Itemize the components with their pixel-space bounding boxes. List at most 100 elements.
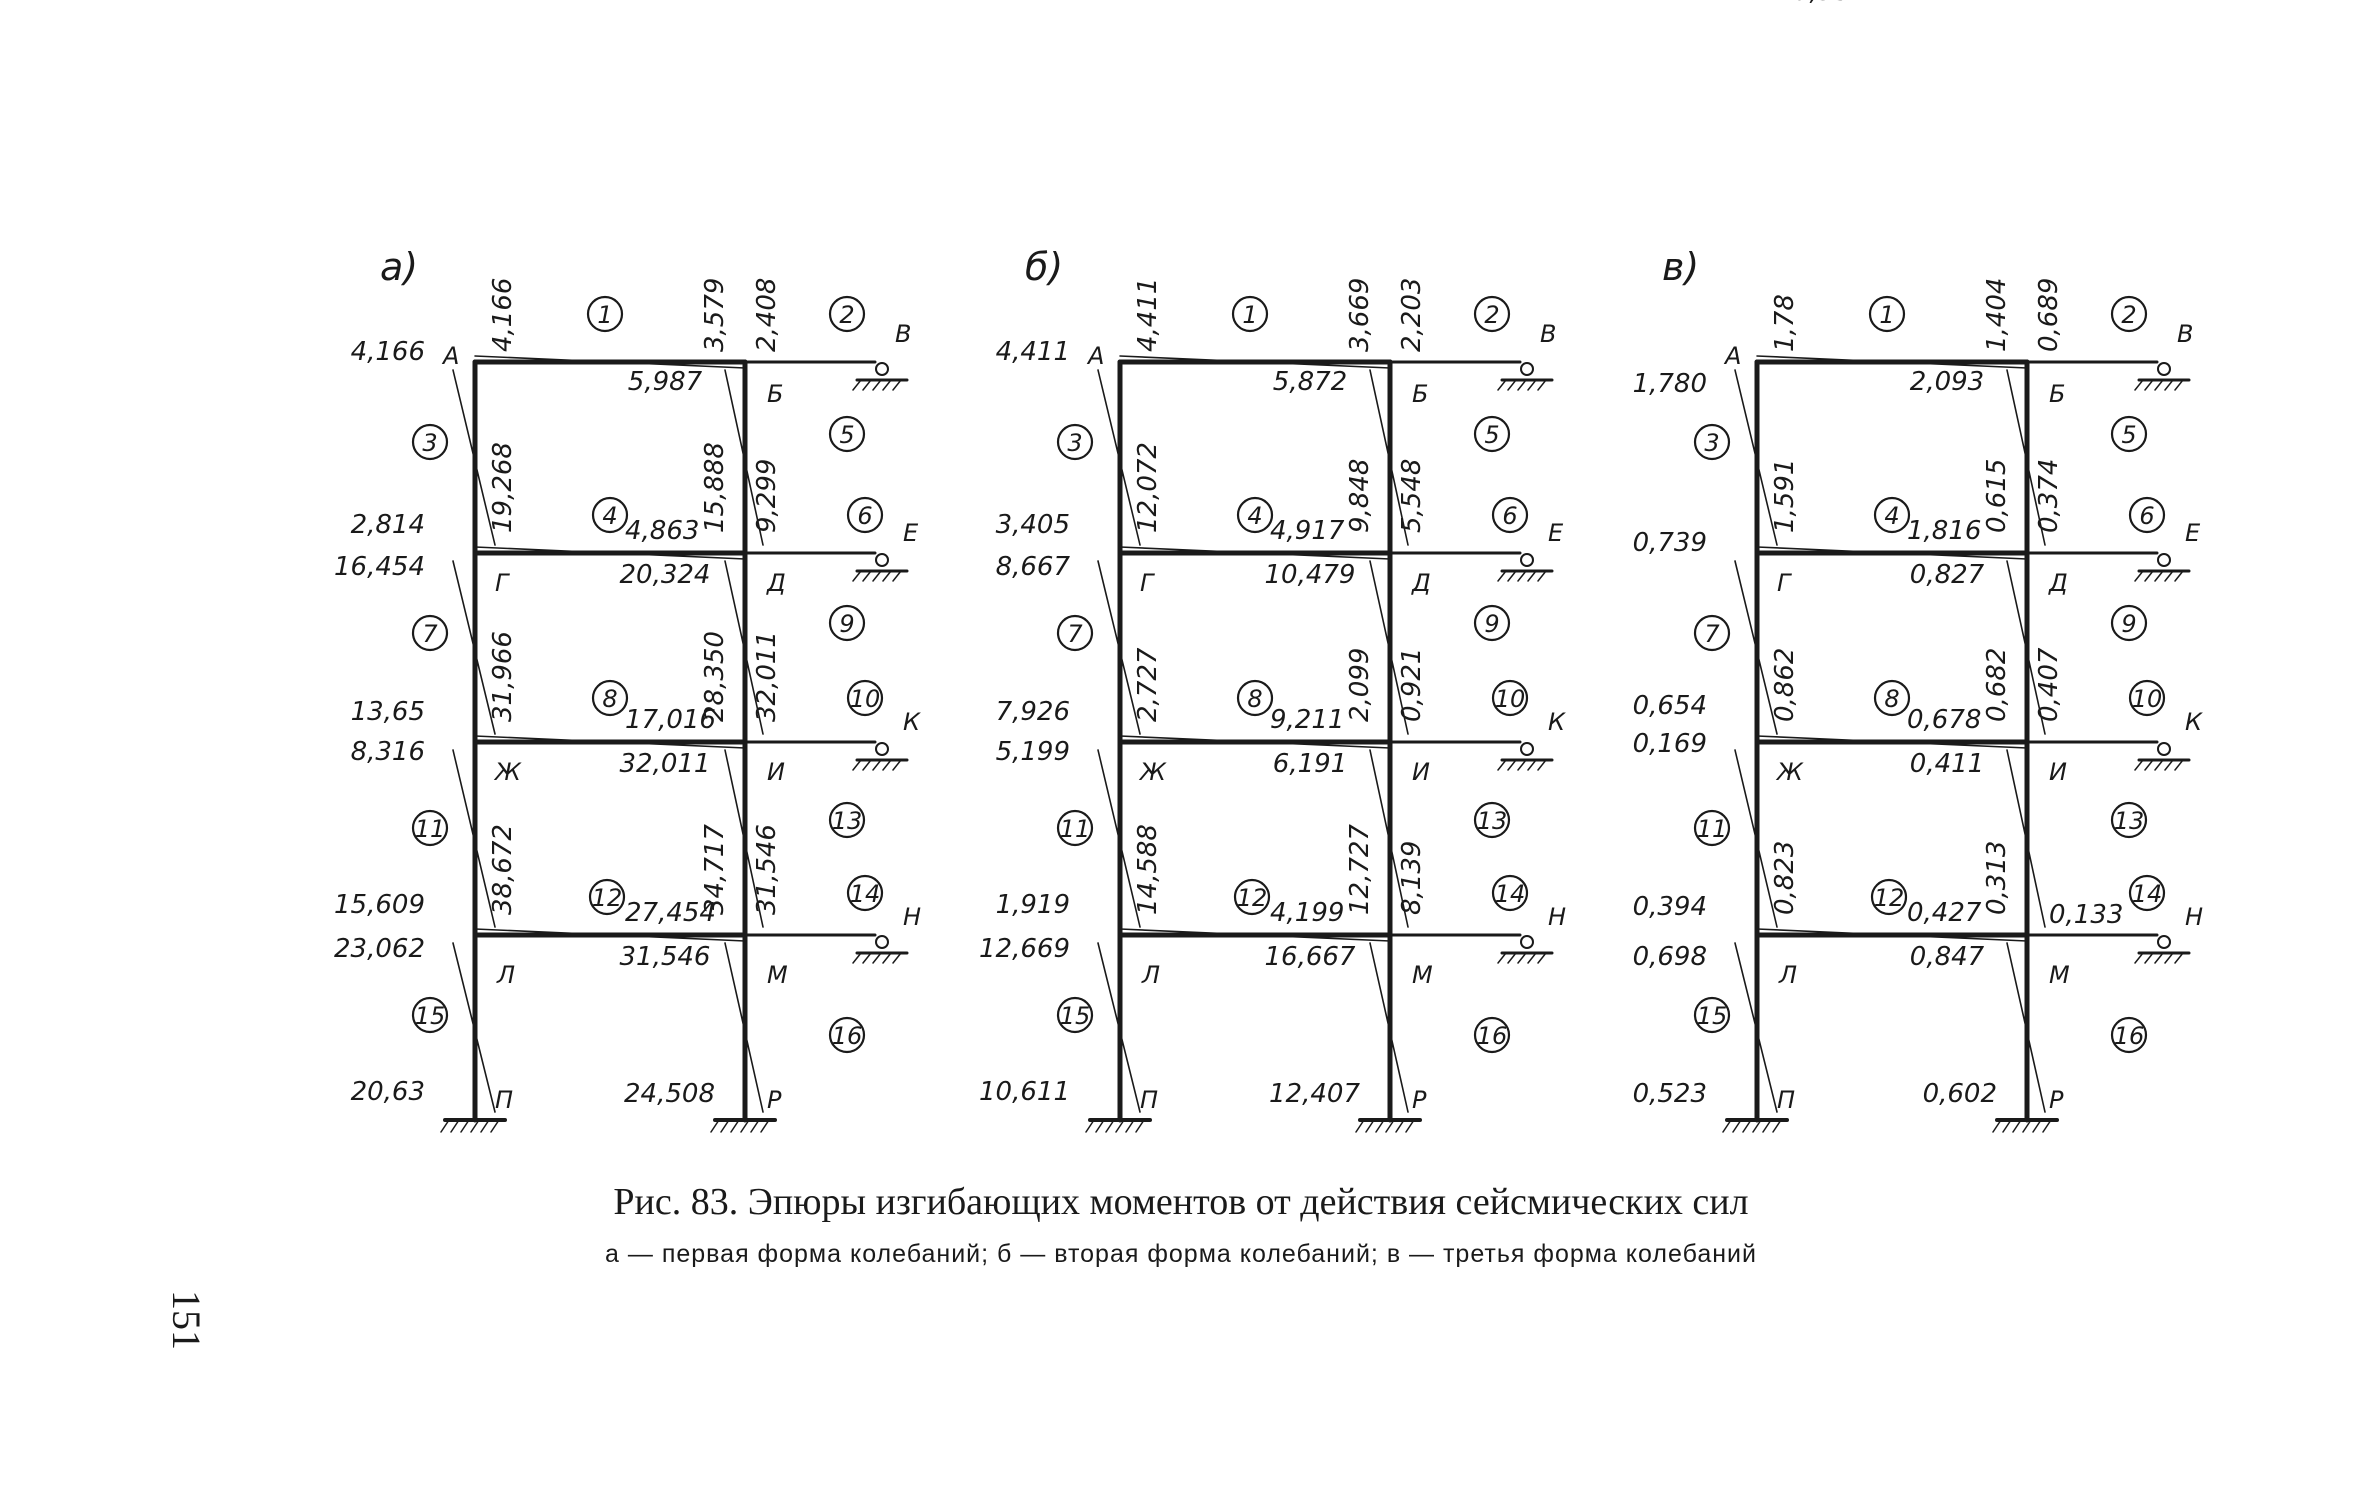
member-number-label: 12 (592, 884, 623, 912)
panel-2-support-hatch (1527, 952, 1537, 964)
panel-2-support-hatch (1497, 379, 1507, 391)
member-number-circle (411, 996, 449, 1034)
panel-1-base-hatch (460, 1119, 470, 1133)
panel-1-right-col-value: 34,717 (700, 824, 730, 915)
panel-3-right-col-value: 1,404 (1982, 278, 2012, 352)
panel-3-left-moment-value: 1,780 (1633, 369, 1707, 399)
panel-3-support-hatch (2144, 379, 2154, 391)
panel-3-base-hatch (2022, 1119, 2032, 1133)
member-number-circle (1236, 679, 1274, 717)
panel-3-support-hinge (2157, 935, 2171, 949)
panel-2-beam-mid-value: 6,191 (1273, 749, 1347, 779)
panel-3-support-hatch (2134, 379, 2144, 391)
member-number-label: 16 (2114, 1022, 2145, 1050)
member-number-label: 1 (597, 301, 612, 329)
panel-1-beam-mid-value: 31,546 (620, 942, 711, 972)
panel-2-right-col-moment-line (1369, 560, 1409, 735)
panel-3-node-N: Н (2185, 903, 2203, 931)
panel-1-right-col-moment-line (724, 942, 764, 1113)
panel-2-support-hatch (1497, 570, 1507, 582)
panel-3-outer-col-value: 0,407 (2034, 647, 2064, 722)
member-number-circle (828, 1016, 866, 1054)
panel-2-node-V: В (1540, 320, 1556, 348)
panel-3-left-moment-value: 0,698 (1633, 942, 1707, 972)
member-number-circle (2128, 679, 2166, 717)
panel-2-node-P: П (1140, 1086, 1158, 1114)
panel-2-beam-mid-value: 10,479 (1265, 560, 1356, 590)
panel-2-node-M: М (1412, 961, 1433, 989)
panel-1-support-hinge (875, 742, 889, 756)
member-number-label: 9 (2121, 610, 2136, 638)
panel-3-support-hinge (2157, 362, 2171, 376)
member-number-label: 4 (1884, 502, 1899, 530)
panel-1-node-M: М (767, 961, 788, 989)
panel-1-support-hatch (892, 952, 902, 964)
panel-3-beam-mid-value: 0,847 (1910, 942, 1985, 972)
panel-3-left-col-value: 1,591 (1770, 459, 1800, 533)
member-number-circle (2128, 874, 2166, 912)
panel-1-left-col-moment-line (452, 749, 496, 928)
panel-2-node-L: Л (1141, 961, 1160, 989)
member-number-circle (1473, 415, 1511, 453)
member-number-circle (846, 679, 884, 717)
member-number-label: 15 (1060, 1002, 1091, 1030)
panel-1-beam-moment-line (474, 735, 746, 749)
panel-3-base-hatch (1772, 1119, 1782, 1133)
panel-3-left-col-value: 0,354 (1793, 0, 1867, 7)
member-number-circle (1473, 1016, 1511, 1054)
panel-2-right-col-moment-line (1369, 942, 1409, 1113)
panel-3-support-hatch (2174, 759, 2184, 771)
member-number-label: 13 (1477, 807, 1508, 835)
panel-1-support-hatch (892, 570, 902, 582)
panel-2-support-hatch (1507, 379, 1517, 391)
panel-1-node-E: Е (903, 519, 919, 547)
panel-3-right-col-value: 0,615 (1982, 459, 2012, 533)
member-number-circle (1236, 496, 1274, 534)
panel-1-support-hatch (862, 759, 872, 771)
member-number-circle (1233, 878, 1271, 916)
figure-caption-title: Рис. 83. Эпюры изгибающих моментов от де… (613, 1181, 1749, 1223)
panel-3-right-col-moment-line (2006, 369, 2046, 546)
member-number-circle (2128, 496, 2166, 534)
panel-2-outer-col-value: 0,921 (1397, 648, 1427, 722)
panel-3-node-L: Л (1778, 961, 1797, 989)
panel-1-support-hinge (875, 362, 889, 376)
panel-1-beam-circle-value: 27,454 (625, 898, 716, 928)
panel-3-base-hatch (2032, 1119, 2042, 1133)
panel-3-beam-circle-value: 0,678 (1907, 705, 1981, 735)
member-number-label: 4 (602, 502, 617, 530)
member-number-circle (1693, 809, 1731, 847)
member-number-circle (591, 679, 629, 717)
panel-2-support-hatch (1537, 952, 1547, 964)
panel-3-node-P: П (1777, 1086, 1795, 1114)
panel-3-support-hatch (2144, 759, 2154, 771)
member-number-circle (828, 801, 866, 839)
member-number-circle (1056, 809, 1094, 847)
panel-2-left-moment-value: 4,411 (996, 337, 1070, 367)
panel-3-beam-moment-line (1756, 355, 2028, 369)
panel-3-beam-circle-value: 0,427 (1907, 898, 1982, 928)
panel-2-node-D: Д (1411, 569, 1431, 597)
panel-2-base-hatch (1125, 1119, 1135, 1133)
panel-1-support-hatch (892, 379, 902, 391)
member-number-label: 8 (602, 685, 617, 713)
panel-3-left-col-value: 0,862 (1770, 648, 1800, 722)
panel-1-left-moment-value: 23,062 (334, 934, 425, 964)
panel-2-beam-moment-line (1119, 928, 1391, 942)
member-number-circle (846, 874, 884, 912)
panel-2-node-N: Н (1548, 903, 1566, 931)
panel-3-node-ZH: Ж (1775, 758, 1804, 786)
panel-3-left-moment-value: 0,739 (1633, 528, 1707, 558)
member-number-circle (411, 809, 449, 847)
member-number-label: 5 (839, 421, 854, 449)
panel-1-left-moment-value: 15,609 (334, 890, 425, 920)
panel-2-support-hatch (1537, 759, 1547, 771)
panel-2-support-hatch (1517, 379, 1527, 391)
panel-1-right-col-moment-line (724, 749, 764, 928)
member-number-circle (1868, 295, 1906, 333)
panel-2-left-col-value: 12,072 (1133, 442, 1163, 533)
panel-3-support-hatch (2164, 570, 2174, 582)
panel-3-support-hatch (2174, 379, 2184, 391)
panel-3-node-E: Е (2185, 519, 2201, 547)
panel-1-left-col-value: 19,268 (488, 442, 518, 533)
